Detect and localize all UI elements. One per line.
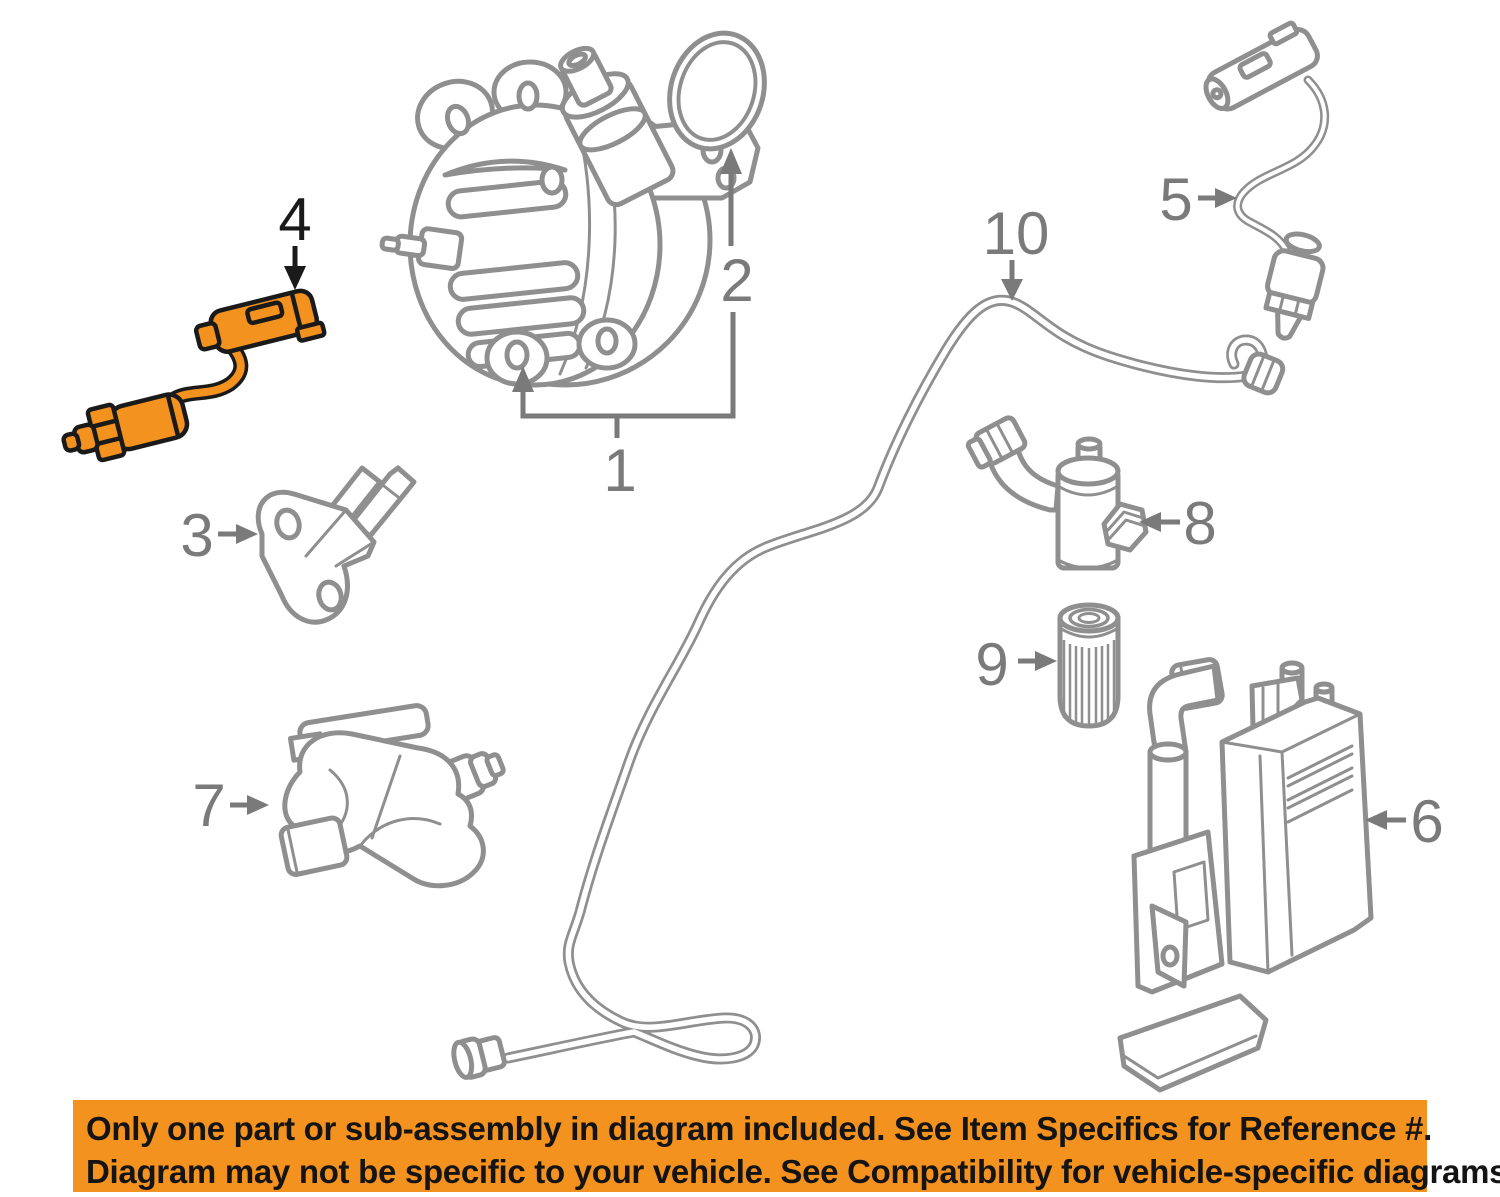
callout-leader-6 — [1365, 810, 1406, 830]
purge-valve-drawing — [965, 415, 1149, 571]
oxygen-sensor-drawing — [1203, 20, 1330, 341]
callout-label-4: 4 — [278, 186, 311, 253]
pump-gasket-drawing — [667, 30, 767, 152]
callout-label-8: 8 — [1183, 490, 1216, 557]
callout-leader-7 — [230, 795, 269, 815]
callout-leader-9 — [1018, 651, 1057, 671]
callout-label-10: 10 — [983, 200, 1050, 267]
disclaimer-line-2: Diagram may not be specific to your vehi… — [86, 1153, 1500, 1190]
vacuum-pump-drawing — [379, 45, 761, 388]
filter-cartridge-drawing — [1057, 602, 1121, 729]
charcoal-canister-drawing — [1117, 657, 1374, 1093]
disclaimer-line-1: Only one part or sub-assembly in diagram… — [86, 1110, 1432, 1147]
callout-leader-2 — [720, 148, 742, 246]
valve-assembly-drawing — [278, 703, 506, 889]
callout-leader-8 — [1139, 512, 1180, 532]
callout-label-7: 7 — [192, 772, 225, 839]
sensor-connector — [193, 288, 327, 354]
callout-label-2: 2 — [720, 247, 753, 314]
callout-label-9: 9 — [975, 631, 1008, 698]
callout-label-6: 6 — [1410, 788, 1443, 855]
vent-hose-drawing — [451, 294, 1286, 1080]
highlighted-oxygen-sensor-drawing — [61, 288, 327, 463]
callout-label-1: 1 — [603, 437, 636, 504]
callout-leader-10 — [1001, 260, 1023, 301]
sensor-body — [61, 392, 190, 463]
callout-label-3: 3 — [180, 502, 213, 569]
hose-end-fitting — [1241, 351, 1286, 396]
callout-leader-3 — [218, 524, 258, 544]
callout-leader-1 — [512, 312, 736, 438]
callout-label-5: 5 — [1159, 166, 1192, 233]
callout-leader-4 — [284, 246, 306, 290]
callout-leader-5 — [1198, 188, 1237, 208]
disclaimer-banner: Only one part or sub-assembly in diagram… — [73, 1100, 1500, 1192]
crankshaft-sensor-drawing — [255, 465, 417, 625]
hose-end-cap — [451, 1035, 507, 1080]
